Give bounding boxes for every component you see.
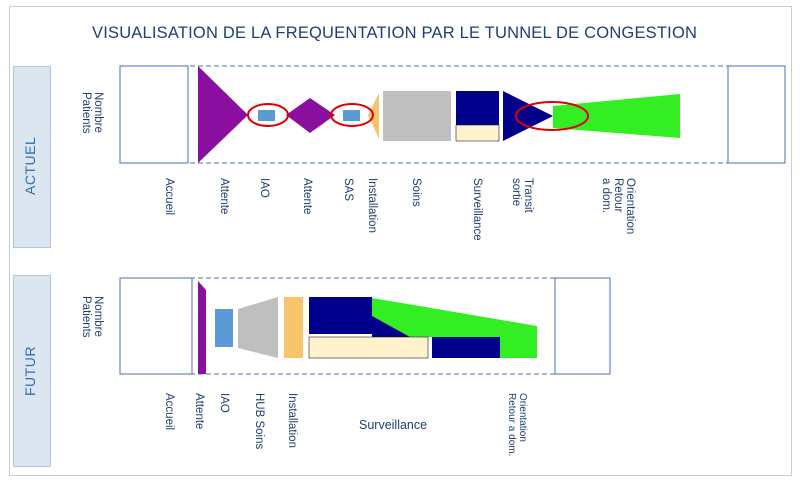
congestion-ring-transit — [515, 101, 589, 131]
actuel-stage-attente2: Attente — [301, 178, 313, 215]
futur-stage-surveillance: Surveillance — [359, 418, 428, 432]
actuel-stage-accueil: Accueil — [163, 178, 175, 216]
diagram-frame — [9, 6, 792, 476]
actuel-attente2-shape — [286, 98, 310, 133]
actuel-iao-shape — [258, 110, 275, 121]
actuel-stage-iao: IAO — [258, 178, 270, 198]
actuel-panel — [13, 66, 51, 248]
actuel-stage-orientation: Orientation Retour a dom. — [600, 178, 636, 235]
actuel-soins-shape — [383, 91, 451, 141]
futur-stage-accueil: Accueil — [163, 393, 175, 431]
actuel-surveillance-shape — [456, 91, 499, 125]
page-title: VISUALISATION DE LA FREQUENTATION PAR LE… — [92, 24, 698, 42]
actuel-transit-shape — [503, 91, 553, 141]
actuel-orientation-shape — [553, 94, 680, 138]
futur-stage-hub: HUB Soins — [253, 393, 265, 450]
futur-stage-attente: Attente — [193, 393, 205, 430]
futur-surveillance-wedge — [372, 316, 410, 337]
futur-surveillance-shape — [309, 297, 372, 334]
actuel-tunnel — [119, 65, 786, 164]
futur-stage-iao: IAO — [218, 393, 230, 413]
futur-exit-box — [554, 277, 611, 375]
futur-iao-shape — [215, 309, 233, 347]
actuel-stage-attente1: Attente — [218, 178, 230, 215]
actuel-stage-transit: Transit sortie — [510, 178, 534, 213]
actuel-stage-soins: Soins — [410, 178, 422, 207]
actuel-attente1-shape — [198, 66, 248, 163]
congestion-ring-sas — [330, 103, 374, 127]
actuel-attente2b-shape — [310, 98, 335, 133]
futur-surveillance-light-shape — [308, 336, 429, 359]
futur-stage-orientation: Orientation Retour a dom. — [506, 393, 528, 457]
futur-stage-installation: Installation — [286, 393, 298, 448]
futur-hub-shape — [238, 297, 278, 358]
actuel-exit-box — [727, 65, 786, 164]
futur-installation-shape — [284, 297, 303, 358]
actuel-stage-sas: SAS — [342, 178, 354, 202]
futur-tunnel — [119, 277, 611, 375]
congestion-ring-iao — [247, 103, 289, 127]
futur-orientation-shape — [372, 298, 537, 358]
actuel-y-axis-label: Nombre Patients — [80, 92, 104, 134]
actuel-accueil-box — [119, 65, 189, 164]
futur-accueil-box — [119, 277, 193, 375]
futur-y-axis-label: Nombre Patients — [80, 296, 104, 338]
actuel-surveillance-light-shape — [455, 124, 500, 142]
actuel-stage-installation: Installation — [366, 178, 378, 233]
futur-surveillance-dark-shape — [432, 337, 500, 358]
actuel-sas-shape — [343, 110, 360, 121]
futur-attente-shape — [198, 281, 206, 374]
actuel-stage-surveillance: Surveillance — [471, 178, 483, 241]
futur-panel — [13, 275, 51, 467]
